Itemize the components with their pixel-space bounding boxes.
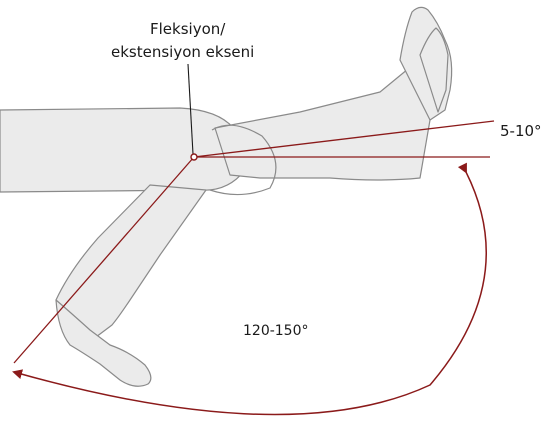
flexed-leg <box>56 185 206 386</box>
flexion-angle-label: 120-150° <box>243 324 309 338</box>
axis-label-line2: ekstensiyon ekseni <box>111 45 254 60</box>
axis-label-line1: Fleksiyon/ <box>150 22 225 37</box>
hyperextension-angle-label: 5-10° <box>500 124 542 139</box>
extended-leg <box>0 7 452 192</box>
knee-pivot <box>191 154 197 160</box>
